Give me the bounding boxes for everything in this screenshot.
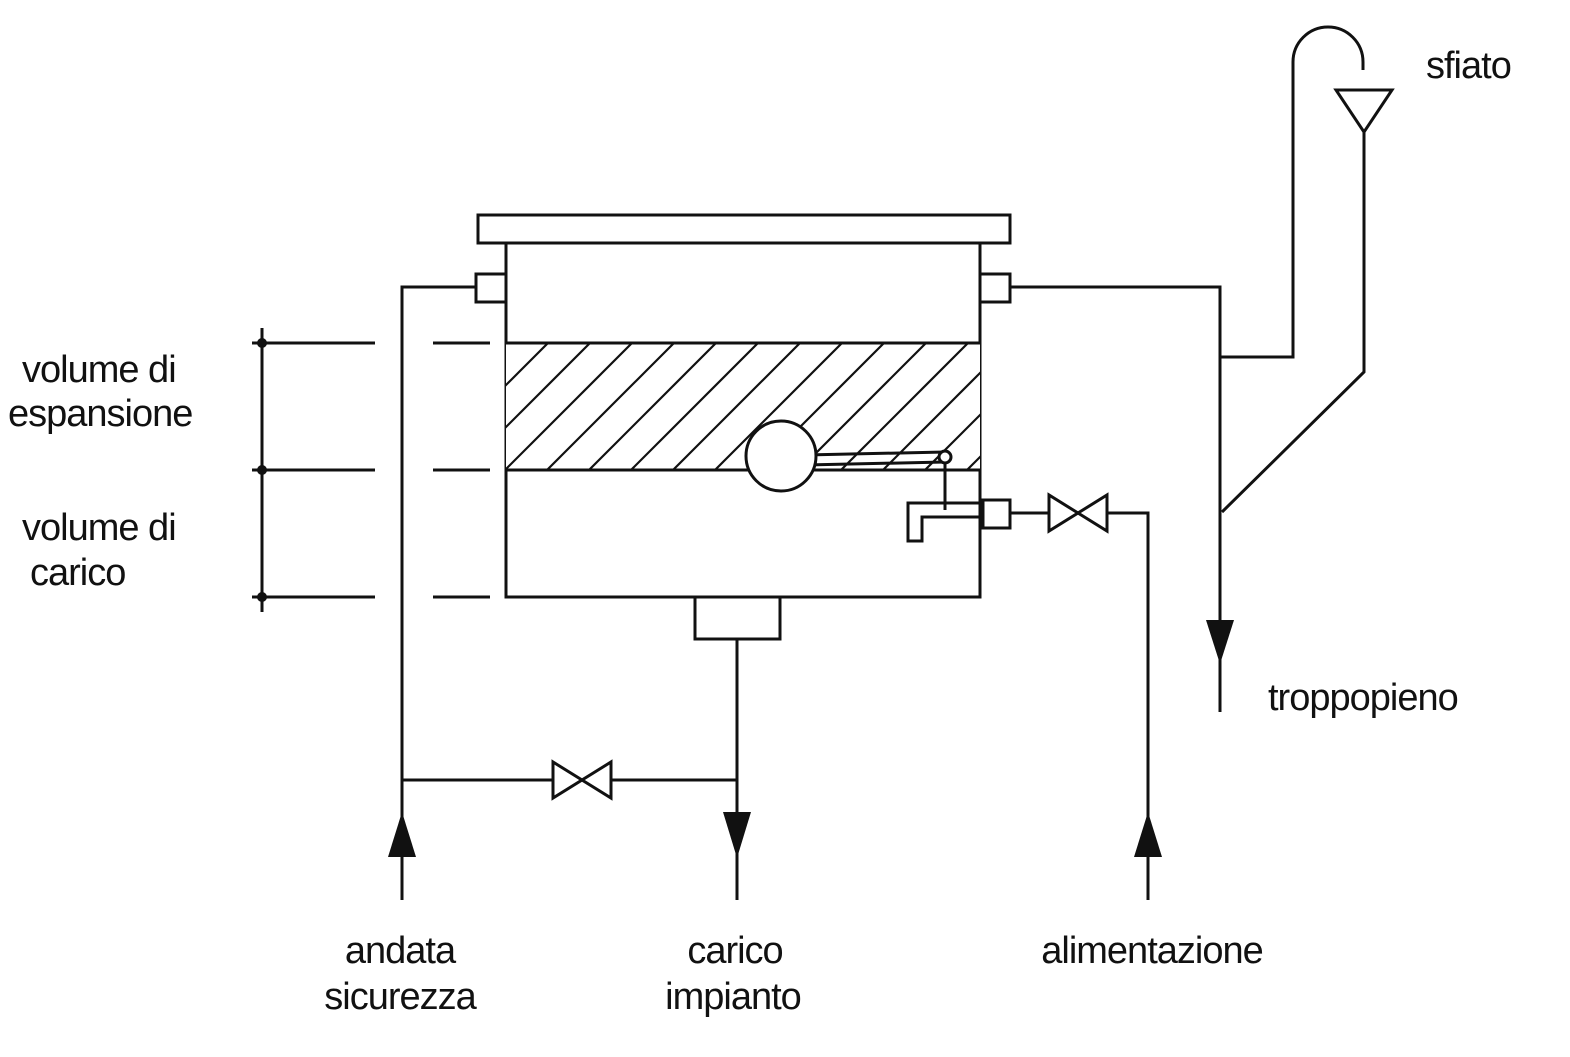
overflow-arrow xyxy=(1206,620,1234,664)
hatch-line xyxy=(882,371,980,470)
hatch-line xyxy=(714,343,843,470)
label-volume-espansione-2: espansione xyxy=(8,393,192,435)
hatch-line xyxy=(966,455,980,470)
float-arm-top xyxy=(804,450,946,457)
label-carico-impianto-1: carico xyxy=(687,930,782,972)
vent-return-pipe xyxy=(1220,132,1366,514)
hatch-line xyxy=(672,343,801,470)
vent-pipe xyxy=(1220,25,1365,359)
float-arm-bottom xyxy=(804,460,946,467)
hatch-line xyxy=(840,343,969,470)
label-volume-carico-2: carico xyxy=(30,552,125,594)
safety-flow-pipe xyxy=(400,285,476,900)
right-upper-nozzle xyxy=(978,272,1012,304)
hatch-line xyxy=(924,413,980,470)
feed-valve-icon xyxy=(1047,492,1109,534)
label-volume-carico-1: volume di xyxy=(22,507,176,549)
hatch-line xyxy=(798,343,927,470)
hatch-line xyxy=(1051,343,1178,470)
label-carico-impianto-2: impianto xyxy=(665,976,801,1018)
right-lower-nozzle xyxy=(981,498,1012,530)
hatch-line xyxy=(546,343,675,470)
hatch-line xyxy=(506,343,507,345)
vent-funnel-icon xyxy=(1333,88,1395,135)
system-load-arrow xyxy=(723,812,751,858)
label-andata-sicurezza-2: sicurezza xyxy=(324,976,477,1018)
bottom-outlet xyxy=(693,595,782,641)
hatch-line xyxy=(1093,343,1220,470)
feed-pipe xyxy=(1107,511,1150,900)
label-troppopieno: troppopieno xyxy=(1268,677,1458,719)
overflow-pipe xyxy=(1010,285,1222,712)
safety-flow-arrow xyxy=(388,812,416,857)
label-sfiato: sfiato xyxy=(1426,45,1511,87)
label-volume-espansione-1: volume di xyxy=(22,349,176,391)
hatch-line xyxy=(506,343,633,470)
bypass-valve-icon xyxy=(551,759,613,801)
label-andata-sicurezza-1: andata xyxy=(345,930,457,972)
float-ball xyxy=(744,419,818,493)
feed-arrow xyxy=(1134,812,1162,857)
hatch-line xyxy=(1009,343,1136,470)
inlet-spout xyxy=(906,501,983,543)
expansion-volume-hatch xyxy=(506,343,1220,470)
tank-lid xyxy=(476,213,1012,245)
left-upper-nozzle xyxy=(474,272,508,304)
hatch-line xyxy=(630,343,759,470)
hatch-line xyxy=(588,343,717,470)
float-pivot xyxy=(937,449,953,465)
label-alimentazione: alimentazione xyxy=(1041,930,1262,972)
hatch-line xyxy=(506,343,549,387)
hatch-line xyxy=(506,343,591,429)
